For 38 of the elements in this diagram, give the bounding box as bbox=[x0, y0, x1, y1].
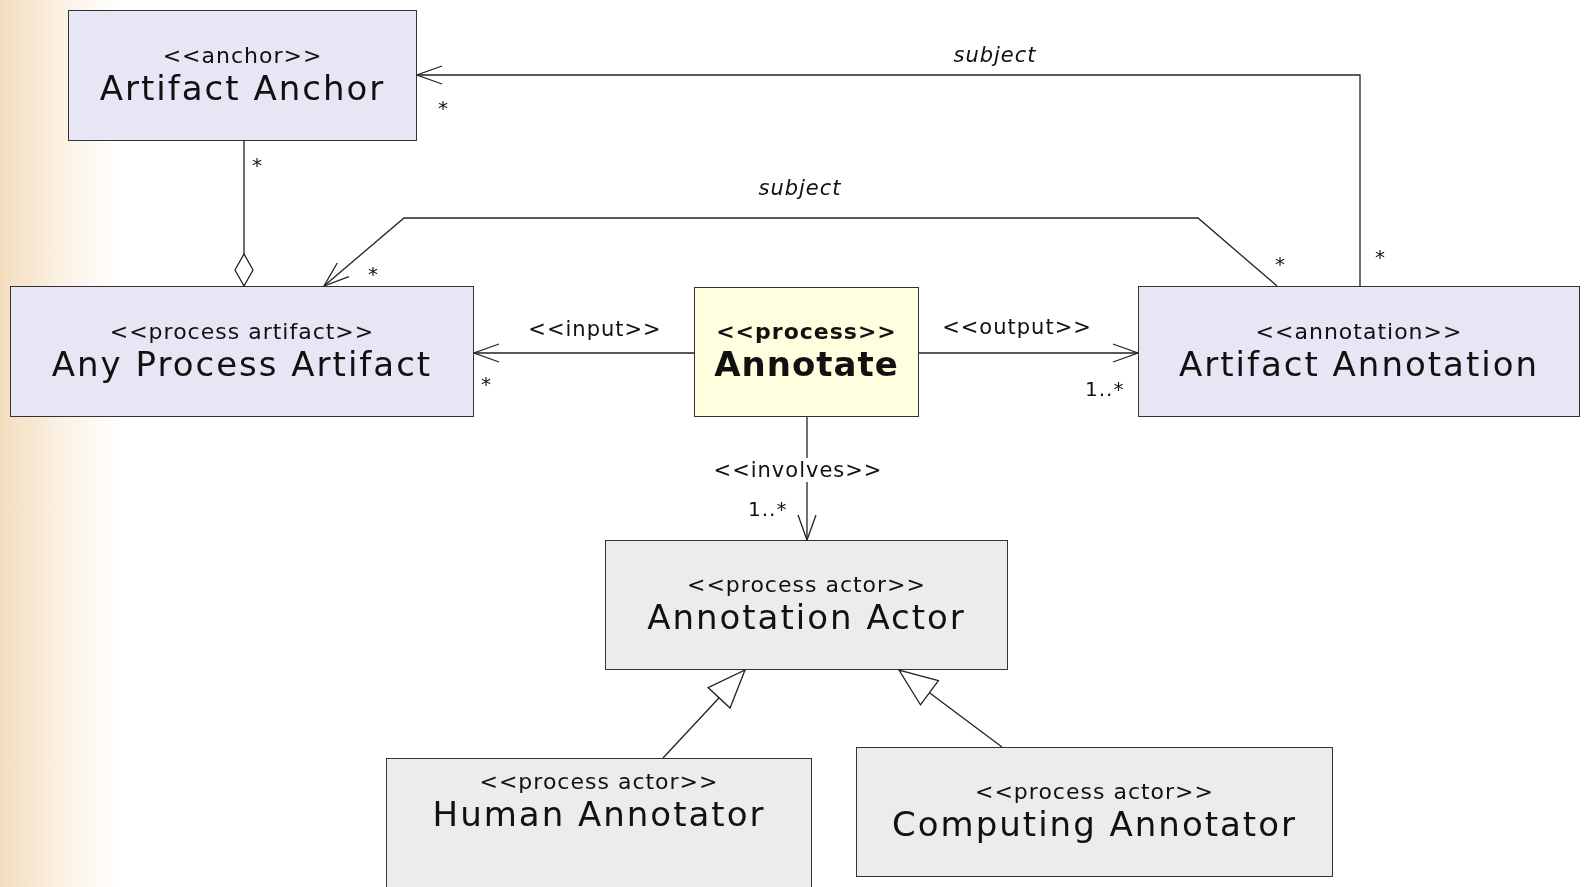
aggregation-line bbox=[234, 140, 254, 287]
class-name: Annotation Actor bbox=[647, 597, 966, 638]
arrow bbox=[323, 217, 1278, 287]
multiplicity-label: * bbox=[1375, 245, 1386, 269]
class-name: Annotate bbox=[714, 344, 899, 385]
class-name: Artifact Anchor bbox=[99, 67, 386, 109]
arrow bbox=[416, 65, 1361, 287]
class-name: Computing Annotator bbox=[892, 804, 1297, 845]
class-box bbox=[386, 758, 812, 887]
class-name: Human Annotator bbox=[432, 794, 766, 835]
generalization-arrow bbox=[662, 669, 746, 759]
multiplicity-label: 1..* bbox=[748, 497, 788, 521]
class-name: Any Process Artifact bbox=[51, 343, 433, 385]
multiplicity-label: * bbox=[481, 372, 492, 396]
generalization-arrow bbox=[898, 669, 1003, 748]
class-box bbox=[856, 747, 1333, 877]
stereotype-label: <<anchor>> bbox=[162, 42, 323, 68]
multiplicity-label: * bbox=[252, 153, 263, 177]
multiplicity-label: * bbox=[438, 96, 449, 120]
multiplicity-label: 1..* bbox=[1085, 377, 1125, 401]
edge-label: subject bbox=[951, 43, 1039, 67]
class-box bbox=[10, 286, 474, 417]
class-box bbox=[694, 287, 919, 417]
stereotype-label: <<process actor>> bbox=[687, 572, 926, 598]
class-box bbox=[68, 10, 417, 141]
class-name: Artifact Annotation bbox=[1178, 343, 1540, 385]
arrow bbox=[918, 343, 1139, 363]
multiplicity-label: * bbox=[368, 262, 379, 286]
class-box bbox=[1138, 286, 1580, 417]
class-box bbox=[605, 540, 1008, 670]
stereotype-label: <<process>> bbox=[716, 319, 897, 345]
arrow bbox=[473, 343, 695, 363]
multiplicity-label: * bbox=[1275, 252, 1286, 276]
edge-label: subject bbox=[756, 176, 844, 200]
stereotype-label: <<annotation>> bbox=[1255, 318, 1463, 344]
stereotype-label: <<process actor>> bbox=[479, 769, 719, 794]
stereotype-label: <<process actor>> bbox=[975, 779, 1214, 805]
stereotype-label: <<process artifact>> bbox=[109, 318, 375, 344]
